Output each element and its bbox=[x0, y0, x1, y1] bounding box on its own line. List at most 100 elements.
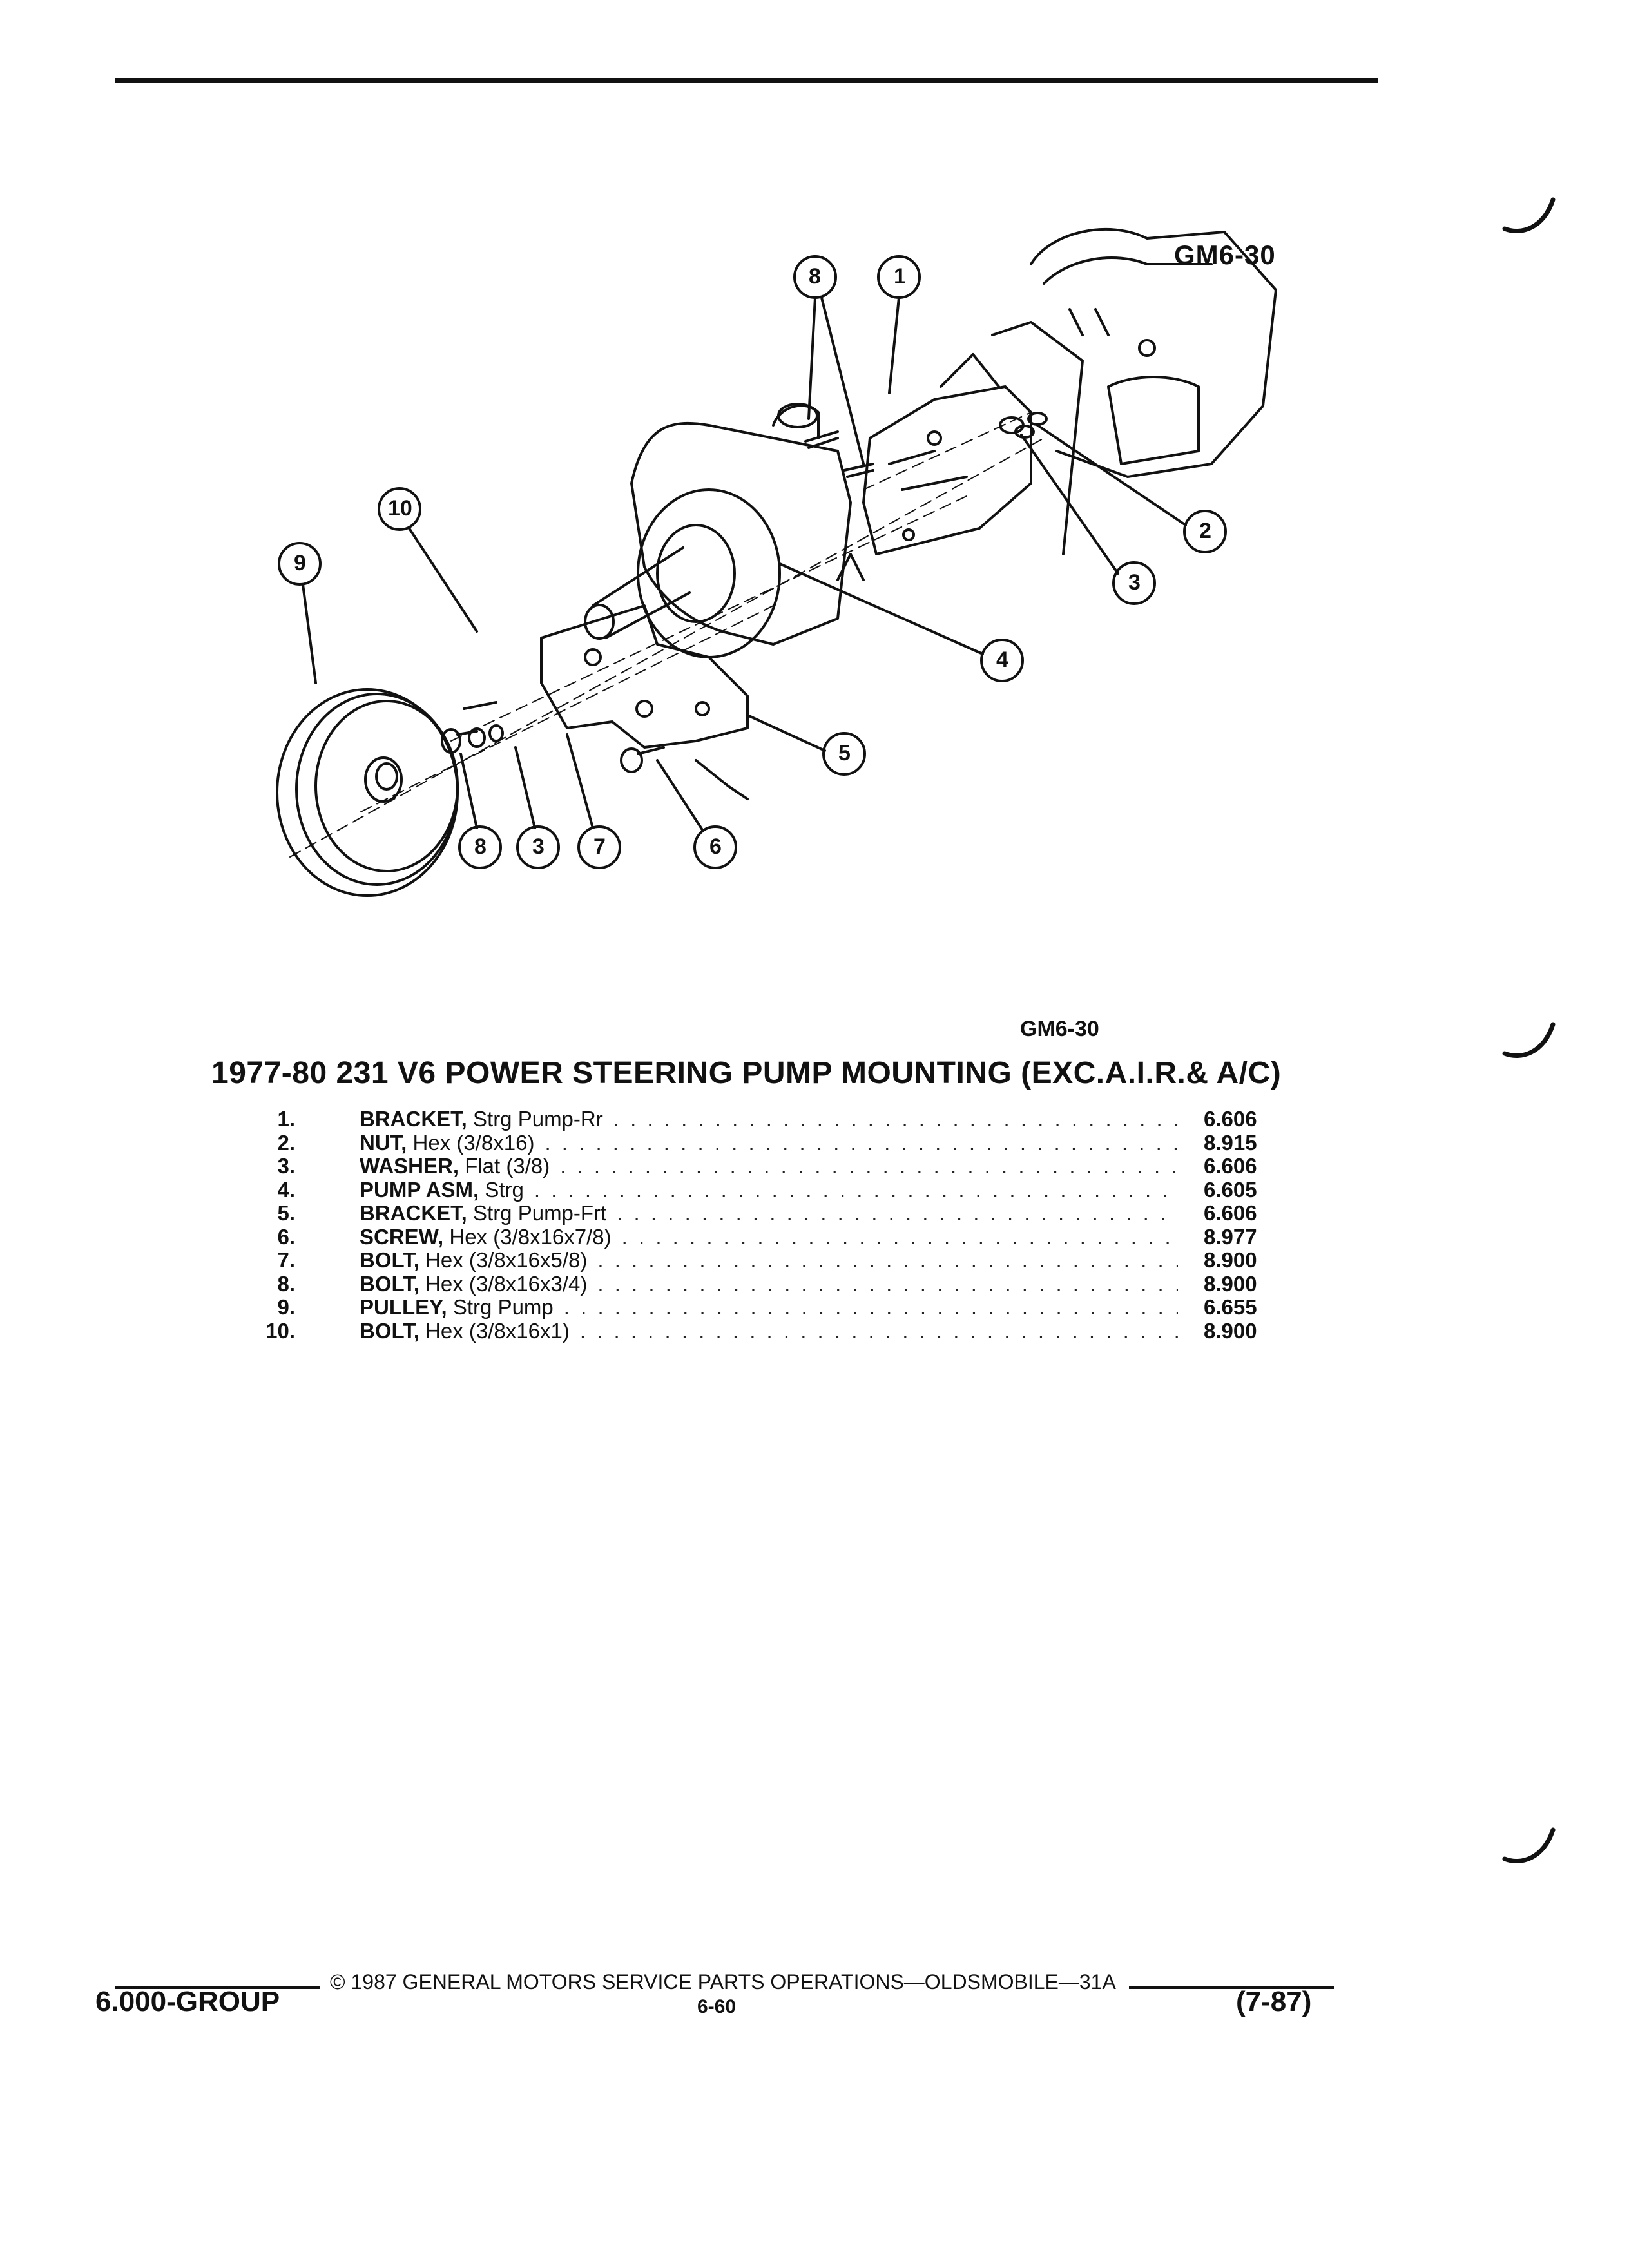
part-detail: Flat (3/8) bbox=[465, 1154, 550, 1178]
part-number: 10. bbox=[265, 1318, 295, 1343]
parts-list-row: 10. BOLT, Hex (3/8x16x1) 8.900 bbox=[211, 1319, 1268, 1343]
parts-list-row: 3. WASHER, Flat (3/8) 6.606 bbox=[211, 1154, 1268, 1178]
callout-circle bbox=[458, 825, 502, 869]
leader-dots bbox=[617, 1201, 1178, 1225]
part-name: PUMP ASM, bbox=[360, 1177, 479, 1202]
callout-circle bbox=[1183, 510, 1227, 553]
callout-circle bbox=[822, 732, 866, 776]
part-detail: Strg Pump-Rr bbox=[473, 1107, 603, 1131]
engine-block bbox=[940, 227, 1277, 555]
group-number: 6.606 bbox=[1204, 1201, 1257, 1225]
part-description: NUT, Hex (3/8x16) bbox=[360, 1131, 534, 1155]
part-description: BOLT, Hex (3/8x16x1) bbox=[360, 1319, 570, 1343]
figure-label-bottom: GM6-30 bbox=[1020, 1017, 1099, 1041]
exploded-view-diagram bbox=[276, 227, 1277, 897]
binding-mark bbox=[1502, 1022, 1556, 1058]
callout-circle bbox=[577, 825, 621, 869]
part-description: BOLT, Hex (3/8x16x3/4) bbox=[360, 1272, 587, 1296]
leader-dots bbox=[564, 1295, 1178, 1320]
part-name: NUT, bbox=[360, 1130, 407, 1155]
part-name: PULLEY, bbox=[360, 1295, 447, 1319]
parts-list-row: 5. BRACKET, Strg Pump-Frt 6.606 bbox=[211, 1201, 1268, 1225]
part-detail: Strg Pump bbox=[452, 1295, 554, 1319]
part-description: BOLT, Hex (3/8x16x5/8) bbox=[360, 1248, 587, 1273]
footer-rule-right bbox=[1129, 1986, 1334, 1989]
part-description: BRACKET, Strg Pump-Frt bbox=[360, 1201, 606, 1225]
leader-dots bbox=[597, 1248, 1178, 1273]
part-detail: Hex (3/8x16x3/4) bbox=[425, 1271, 588, 1296]
group-number: 8.915 bbox=[1204, 1130, 1257, 1155]
part-description: PUMP ASM, Strg bbox=[360, 1178, 524, 1202]
part-number: 6. bbox=[277, 1224, 295, 1249]
rear-bracket bbox=[862, 385, 1032, 555]
parts-list-row: 1. BRACKET, Strg Pump-Rr 6.606 bbox=[211, 1107, 1268, 1131]
callout-circle bbox=[793, 255, 837, 299]
part-description: PULLEY, Strg Pump bbox=[360, 1295, 554, 1320]
parts-list-row: 8.BOLT, Hex (3/8x16x3/4)8.900 bbox=[211, 1272, 1268, 1296]
footer-page-number: 6-60 bbox=[697, 1996, 737, 2017]
part-name: BOLT, bbox=[360, 1248, 419, 1272]
leader-dots bbox=[613, 1107, 1178, 1131]
bolts bbox=[441, 701, 749, 800]
binding-mark bbox=[1502, 1827, 1556, 1863]
part-detail: Strg Pump-Frt bbox=[473, 1201, 607, 1225]
part-detail: Hex (3/8x16) bbox=[412, 1130, 535, 1155]
footer-revision-date: (7-87) bbox=[1236, 1986, 1312, 2017]
pulley bbox=[276, 688, 459, 897]
part-description: BRACKET, Strg Pump-Rr bbox=[360, 1107, 603, 1131]
callout-circle bbox=[693, 825, 737, 869]
footer-group: 6.000-GROUP bbox=[95, 1986, 280, 2017]
part-number: 2. bbox=[277, 1130, 295, 1155]
callout-circle bbox=[877, 255, 921, 299]
part-detail: Hex (3/8x16x1) bbox=[425, 1318, 570, 1343]
leader-dots bbox=[622, 1225, 1178, 1249]
part-name: BOLT, bbox=[360, 1318, 419, 1343]
front-bracket bbox=[540, 604, 749, 749]
part-detail: Hex (3/8x16x5/8) bbox=[425, 1248, 588, 1272]
pump-assembly bbox=[584, 403, 865, 658]
leader-dots bbox=[580, 1319, 1178, 1343]
leader-dots bbox=[560, 1154, 1178, 1178]
part-description: SCREW, Hex (3/8x16x7/8) bbox=[360, 1225, 612, 1249]
part-number: 7. bbox=[277, 1248, 295, 1272]
footer-copyright: © 1987 GENERAL MOTORS SERVICE PARTS OPER… bbox=[330, 1970, 1116, 1994]
binding-mark bbox=[1502, 197, 1556, 233]
part-number: 1. bbox=[277, 1107, 295, 1131]
part-number: 5. bbox=[277, 1201, 295, 1225]
callout-circle bbox=[378, 487, 421, 531]
part-detail: Strg bbox=[485, 1177, 524, 1202]
part-number: 4. bbox=[277, 1177, 295, 1202]
parts-list-row: 9. PULLEY, Strg Pump 6.655 bbox=[211, 1295, 1268, 1319]
group-number: 8.977 bbox=[1204, 1224, 1257, 1249]
parts-list-row: 6. SCREW, Hex (3/8x16x7/8) 8.977 bbox=[211, 1225, 1268, 1249]
group-number: 8.900 bbox=[1204, 1318, 1257, 1343]
parts-list-row: 4.PUMP ASM, Strg6.605 bbox=[211, 1178, 1268, 1202]
parts-list-row: 2. NUT, Hex (3/8x16) 8.915 bbox=[211, 1131, 1268, 1155]
callouts bbox=[278, 255, 1227, 869]
part-name: SCREW, bbox=[360, 1224, 444, 1249]
part-number: 9. bbox=[277, 1295, 295, 1319]
group-number: 6.655 bbox=[1204, 1295, 1257, 1319]
center-lines bbox=[289, 412, 1045, 858]
leader-dots bbox=[534, 1178, 1178, 1202]
parts-list: 1. BRACKET, Strg Pump-Rr 6.606 2. NUT, Hex (… bbox=[211, 1107, 1268, 1343]
group-number: 6.606 bbox=[1204, 1107, 1257, 1131]
part-number: 8. bbox=[277, 1271, 295, 1296]
group-number: 6.606 bbox=[1204, 1154, 1257, 1178]
top-rule bbox=[115, 78, 1378, 83]
parts-list-row: 7. BOLT, Hex (3/8x16x5/8) 8.900 bbox=[211, 1248, 1268, 1272]
parts-list-title: 1977-80 231 V6 POWER STEERING PUMP MOUNT… bbox=[211, 1056, 1282, 1090]
leader-dots bbox=[545, 1131, 1178, 1155]
callout-circle bbox=[278, 542, 322, 586]
part-name: BOLT, bbox=[360, 1271, 419, 1296]
part-number: 3. bbox=[277, 1154, 295, 1178]
part-name: WASHER, bbox=[360, 1154, 459, 1178]
leader-dots bbox=[597, 1272, 1178, 1296]
part-detail: Hex (3/8x16x7/8) bbox=[449, 1224, 612, 1249]
figure-label-top: GM6-30 bbox=[1174, 240, 1276, 270]
callout-circle bbox=[980, 639, 1024, 682]
part-description: WASHER, Flat (3/8) bbox=[360, 1154, 550, 1178]
part-name: BRACKET, bbox=[360, 1201, 467, 1225]
group-number: 8.900 bbox=[1204, 1248, 1257, 1272]
part-name: BRACKET, bbox=[360, 1107, 467, 1131]
